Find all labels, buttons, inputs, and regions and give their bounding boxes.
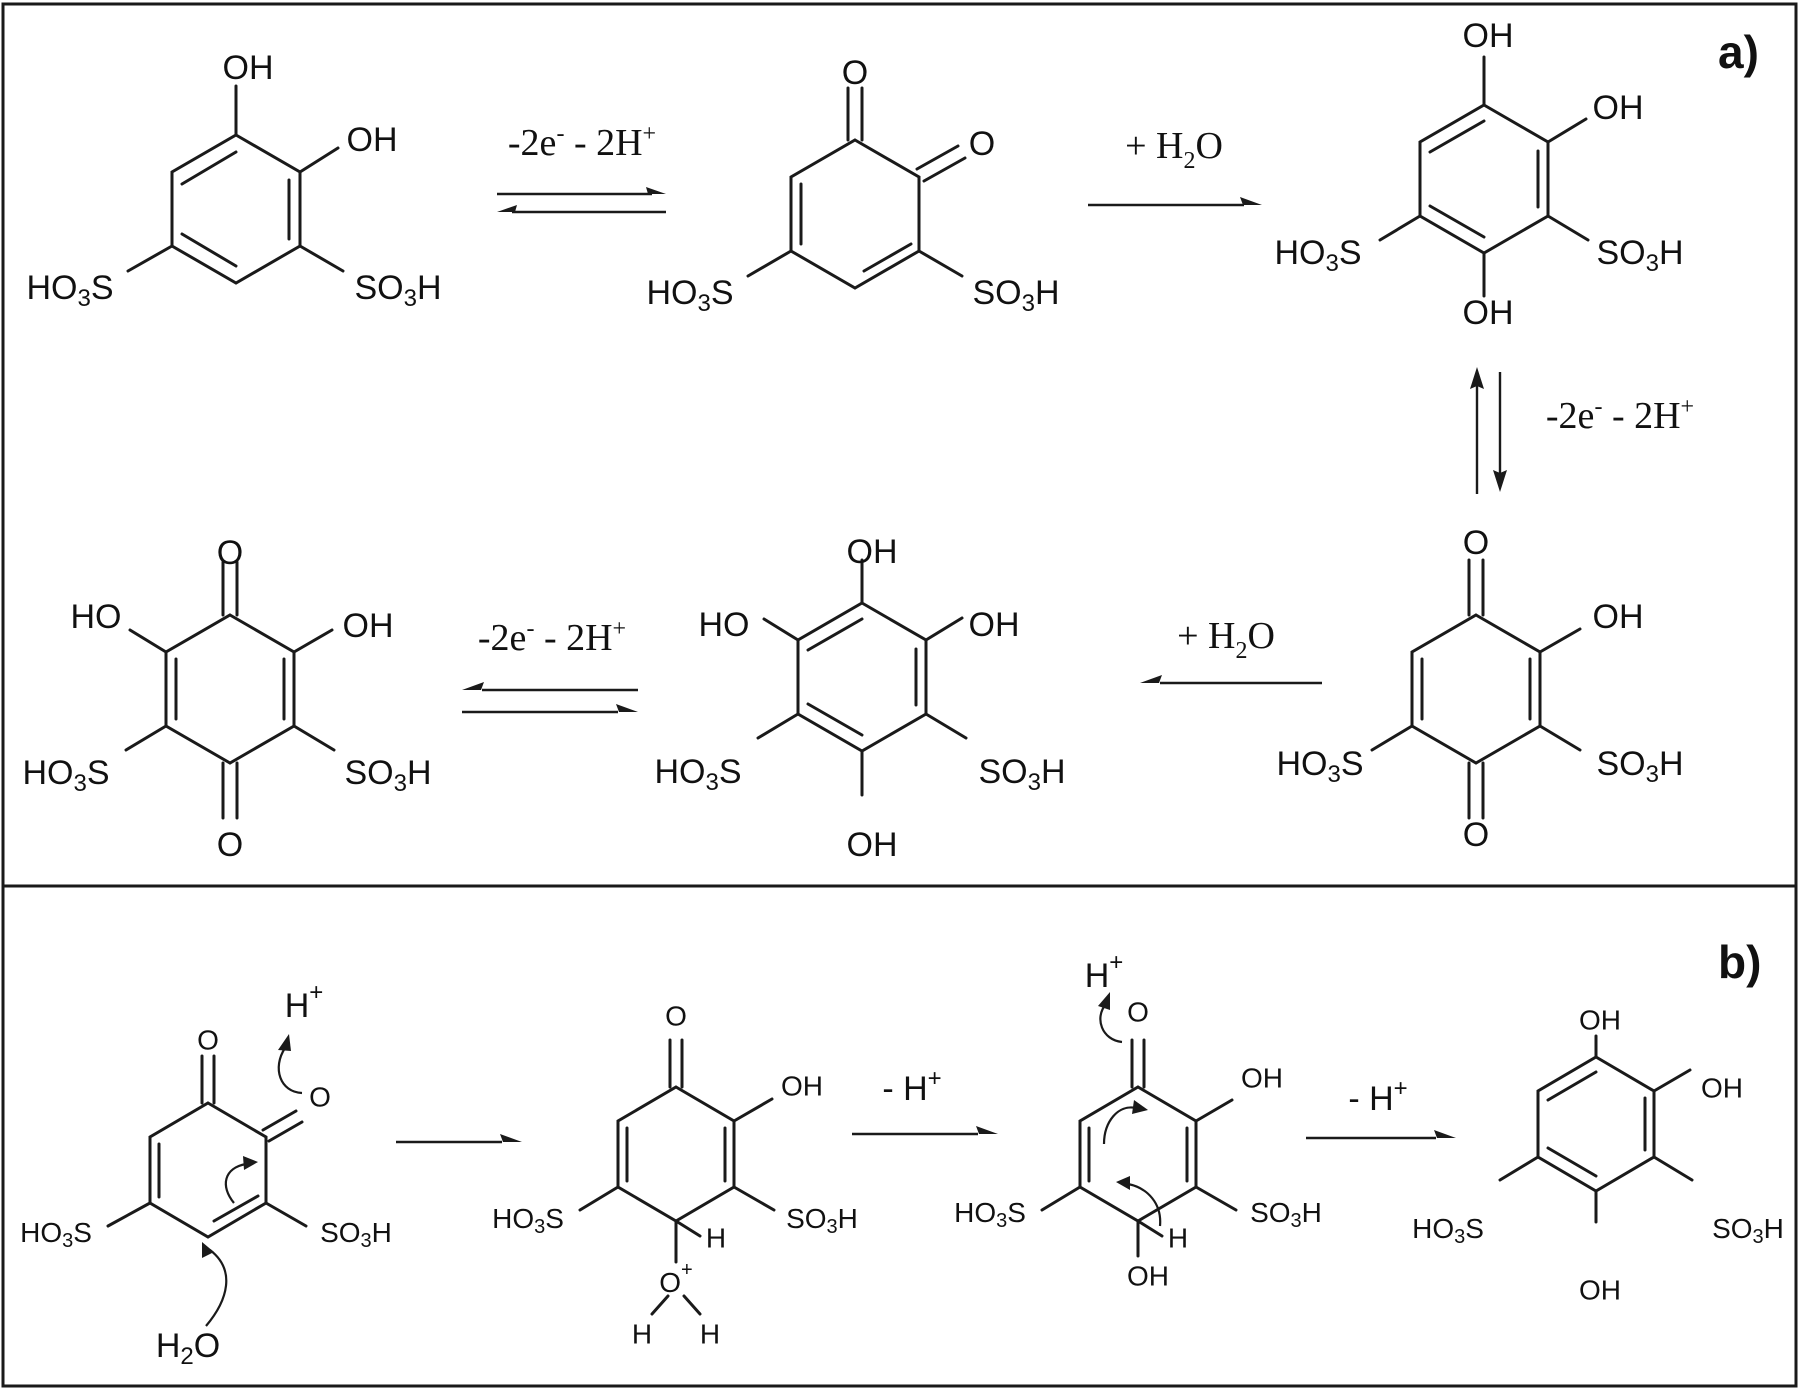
hydrogen-label: H <box>706 1223 726 1254</box>
molecule-enol-intermediate: O OH HO3S SO3H H OH H+ <box>954 949 1322 1292</box>
molecule-ortho-quinone-attack: O O HO3S SO3H H+ H2O <box>20 979 392 1370</box>
hydroxyl-label: OH <box>781 1071 823 1102</box>
hydration-arrow: + H2O <box>1140 615 1322 685</box>
oxo-label: O <box>309 1082 331 1113</box>
hydroxyl-label: OH <box>1579 1005 1621 1036</box>
oxo-label: O <box>1463 524 1489 562</box>
oxo-label: O <box>1127 997 1149 1028</box>
molecule-catechol-disulfonic-acid: OH OH HO3S SO3H <box>26 49 441 312</box>
sulfonic-acid-label: SO3H <box>354 269 441 312</box>
redox-condition-label: -2e- - 2H+ <box>1546 394 1694 437</box>
molecule-ortho-quinone: O O HO3S SO3H <box>646 54 1059 317</box>
sulfonic-acid-label: HO3S <box>26 269 113 312</box>
sulfonic-acid-label: HO3S <box>22 754 109 797</box>
molecule-product-trihydroxybenzene: OH OH HO3S SO3H OH <box>1412 1005 1784 1306</box>
hydroxyl-label: OH <box>347 121 398 159</box>
sulfonic-acid-label: SO3H <box>344 754 431 797</box>
deprotonation-arrow: - H+ <box>1306 1075 1456 1140</box>
sulfonic-acid-label: HO3S <box>492 1203 564 1239</box>
molecule-tetrahydroxybenzene-disulfonic-acid: OH OH HO HO3S SO3H OH <box>654 533 1065 864</box>
sulfonic-acid-label: HO3S <box>1412 1213 1484 1249</box>
oxo-label: O <box>217 534 243 572</box>
hydroxyl-label: OH <box>847 826 898 864</box>
deprotonation-arrow: - H+ <box>852 1065 998 1136</box>
proton-label: H+ <box>285 979 324 1026</box>
hydroxyl-label: OH <box>1241 1063 1283 1094</box>
sulfonic-acid-label: SO3H <box>1712 1213 1784 1249</box>
sulfonic-acid-label: SO3H <box>1596 234 1683 277</box>
sulfonic-acid-label: SO3H <box>972 274 1059 317</box>
molecule-dihydroxy-para-quinone: O OH HO HO3S SO3H O <box>22 534 431 864</box>
hydroxyl-label: OH <box>969 606 1020 644</box>
sulfonic-acid-label: SO3H <box>978 753 1065 796</box>
oxo-label: O <box>217 826 243 864</box>
hydroxyl-label: OH <box>847 533 898 571</box>
sulfonic-acid-label: HO3S <box>1274 234 1361 277</box>
hydrogen-label: H <box>700 1319 720 1350</box>
sulfonic-acid-label: SO3H <box>1596 745 1683 788</box>
oxo-label: O <box>969 125 995 163</box>
hydroxyl-label: OH <box>1701 1073 1743 1104</box>
hydration-arrow: + H2O <box>1088 125 1262 207</box>
hydroxyl-label: OH <box>1127 1261 1169 1292</box>
panel-b-label: b) <box>1718 936 1761 988</box>
oxo-label: O <box>842 54 868 92</box>
sulfonic-acid-label: SO3H <box>320 1217 392 1253</box>
oxonium-label: O+ <box>659 1259 692 1298</box>
equilibrium-arrow: -2e- - 2H+ <box>497 121 666 214</box>
sulfonic-acid-label: HO3S <box>654 753 741 796</box>
panel-b-frame <box>1 884 1798 1388</box>
hydroxyl-label: OH <box>343 607 394 645</box>
oxo-label: O <box>1463 816 1489 854</box>
vertical-equilibrium-arrow: -2e- - 2H+ <box>1470 367 1694 494</box>
hydrogen-label: H <box>632 1319 652 1350</box>
deprotonation-condition-label: - H+ <box>882 1065 941 1108</box>
hydroxyl-label: OH <box>1463 294 1514 332</box>
oxo-label: O <box>197 1025 219 1056</box>
panel-a-label: a) <box>1718 26 1759 78</box>
hydroxyl-label: HO <box>699 606 750 644</box>
molecule-trihydroxybenzene-disulfonic-acid: OH OH HO3S SO3H OH <box>1274 17 1683 332</box>
hydroxyl-label: OH <box>1593 598 1644 636</box>
oxo-label: O <box>665 1001 687 1032</box>
hydroxyl-label: OH <box>1593 89 1644 127</box>
redox-condition-label: -2e- - 2H+ <box>508 121 656 164</box>
equilibrium-arrow: -2e- - 2H+ <box>462 616 638 714</box>
molecule-hydroxy-para-quinone: O OH HO3S SO3H O <box>1276 524 1683 854</box>
molecule-oxonium-intermediate: O OH HO3S SO3H H O+ H H <box>492 1001 858 1350</box>
hydration-condition-label: + H2O <box>1177 615 1275 664</box>
sulfonic-acid-label: SO3H <box>1250 1197 1322 1233</box>
deprotonation-condition-label: - H+ <box>1348 1075 1407 1118</box>
sulfonic-acid-label: HO3S <box>646 274 733 317</box>
sulfonic-acid-label: HO3S <box>1276 745 1363 788</box>
hydrogen-label: H <box>1168 1223 1188 1254</box>
sulfonic-acid-label: SO3H <box>786 1203 858 1239</box>
hydroxyl-label: OH <box>1579 1275 1621 1306</box>
sulfonic-acid-label: HO3S <box>20 1217 92 1253</box>
water-label: H2O <box>156 1327 220 1370</box>
proton-label: H+ <box>1085 949 1124 996</box>
redox-condition-label: -2e- - 2H+ <box>478 616 626 659</box>
reaction-arrow <box>396 1134 522 1144</box>
hydroxyl-label: OH <box>1463 17 1514 55</box>
hydroxyl-label: OH <box>223 49 274 87</box>
sulfonic-acid-label: HO3S <box>954 1197 1026 1233</box>
hydration-condition-label: + H2O <box>1125 125 1223 174</box>
hydroxyl-label: HO <box>71 598 122 636</box>
panel-a-frame <box>1 2 1798 888</box>
